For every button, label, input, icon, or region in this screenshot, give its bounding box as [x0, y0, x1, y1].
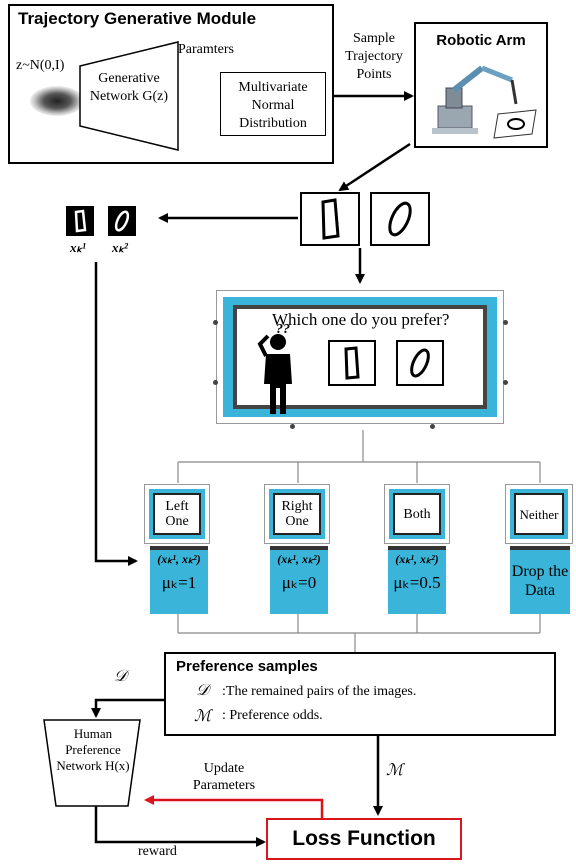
result-card-left: (xₖ¹, xₖ²) μₖ=1 [150, 546, 208, 614]
digit-pair-right [370, 192, 430, 246]
choice-button-neither[interactable]: Neither [505, 484, 573, 544]
choice-button-right-label: Right One [281, 499, 313, 529]
preference-title: Preference samples [176, 658, 318, 675]
preference-d-symbol: 𝒟 [196, 682, 209, 699]
robot-arm-image [432, 65, 537, 139]
robotic-arm-box: Robotic Arm [414, 22, 548, 148]
arrow-robot-to-pair [338, 142, 411, 192]
sample-x2-image [108, 206, 136, 236]
query-option-left [328, 340, 376, 386]
choice-button-left-label: Left One [165, 499, 189, 529]
result-card-both: (xₖ¹, xₖ²) μₖ=0.5 [388, 546, 446, 614]
noise-blob [30, 86, 84, 116]
arrow-update-params [144, 795, 324, 818]
result-card-neither: Drop the Data [510, 546, 570, 614]
result-card-both-value: μₖ=0.5 [393, 573, 441, 592]
preference-d-text: :The remained pairs of the images. [222, 684, 417, 699]
edge-d-label: 𝒟 [114, 668, 127, 685]
result-card-left-pair: (xₖ¹, xₖ²) [157, 552, 201, 566]
choice-button-both-label: Both [403, 506, 431, 522]
choice-button-right[interactable]: Right One [264, 484, 330, 544]
update-label: Update Parameters [192, 761, 256, 793]
distribution-box: Multivariate Normal Distribution [220, 72, 326, 136]
preference-m-text: : Preference odds. [222, 708, 323, 723]
hpn-shape [43, 719, 141, 807]
result-card-right: (xₖ¹, xₖ²) μₖ=0 [270, 546, 328, 614]
query-question: Which one do you prefer? [272, 310, 450, 329]
choice-button-left[interactable]: Left One [144, 484, 210, 544]
choice-button-both[interactable]: Both [384, 484, 450, 544]
params-label: Paramters [178, 42, 234, 57]
sample-x1-image [66, 206, 94, 236]
query-option-right [396, 340, 444, 386]
noise-label: z~N(0,I) [16, 58, 65, 73]
preference-m-symbol: ℳ [194, 708, 212, 725]
generator-node [79, 41, 179, 151]
result-card-left-value: μₖ=1 [161, 573, 197, 592]
sample-x2-label: xₖ² [112, 240, 128, 255]
distribution-label: Multivariate Normal Distribution [238, 80, 308, 131]
result-card-neither-value: Drop the Data [511, 563, 569, 599]
module-title: Trajectory Generative Module [18, 9, 257, 28]
thinking-marks: ?? [276, 322, 290, 337]
reward-label: reward [138, 844, 177, 859]
arrow-samples-to-card [94, 262, 138, 566]
loss-function-box: Loss Function [266, 818, 462, 860]
loss-function-label: Loss Function [292, 827, 436, 850]
result-card-right-pair: (xₖ¹, xₖ²) [277, 552, 321, 566]
arrow-pref-to-hpn [91, 698, 164, 718]
edge-m-label: ℳ [386, 762, 404, 779]
arrow-hpn-to-loss [94, 798, 266, 847]
result-card-both-pair: (xₖ¹, xₖ²) [395, 552, 439, 566]
person-icon [257, 334, 292, 414]
robot-title: Robotic Arm [436, 32, 526, 49]
generator-label: Generative Network G(z) [89, 71, 169, 104]
sample-label: Sample Trajectory Points [345, 31, 403, 82]
hpn-label: Human Preference Network H(x) [56, 726, 130, 773]
result-card-right-value: μₖ=0 [281, 573, 317, 592]
digit-pair-left [300, 192, 360, 246]
sample-x1-label: xₖ¹ [70, 240, 86, 255]
preference-samples-box: Preference samples 𝒟 :The remained pairs… [164, 652, 556, 736]
choice-button-neither-label: Neither [519, 506, 559, 522]
